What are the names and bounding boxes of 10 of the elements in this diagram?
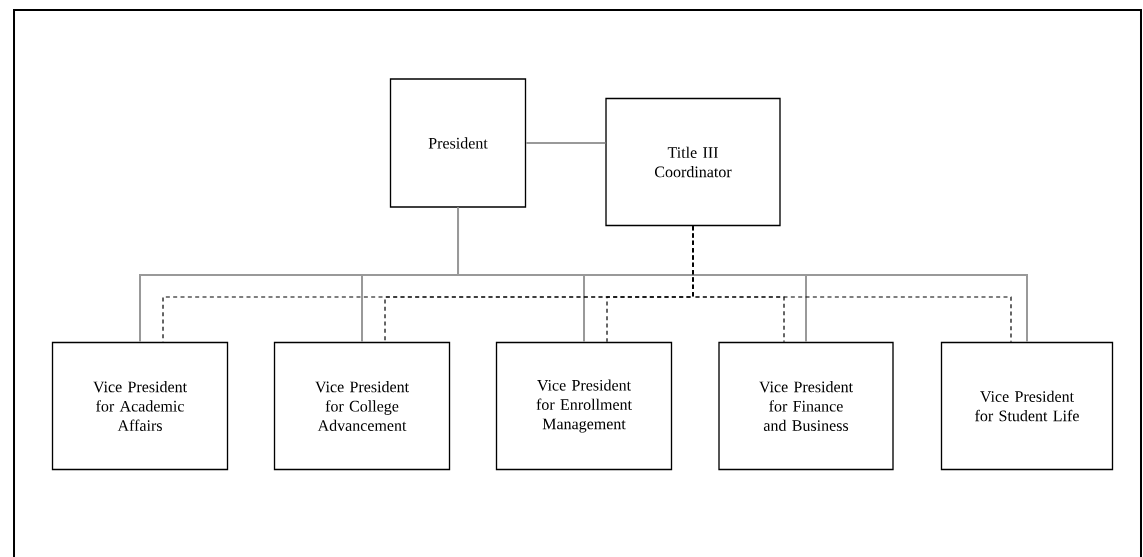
connector-line	[525, 142, 607, 144]
position-box: Vice President for Enrollment Management	[495, 341, 673, 471]
connector-line	[692, 225, 1012, 343]
position-box: Vice President for College Advancement	[273, 341, 451, 471]
position-box: Vice President for Finance and Business	[718, 341, 894, 471]
position-box: President	[389, 78, 527, 208]
position-box: Vice President for Student Life	[940, 341, 1114, 471]
position-box: Vice President for Academic Affairs	[51, 341, 229, 471]
position-box: Title III Coordinator	[605, 97, 781, 227]
connector-line	[457, 206, 1028, 343]
